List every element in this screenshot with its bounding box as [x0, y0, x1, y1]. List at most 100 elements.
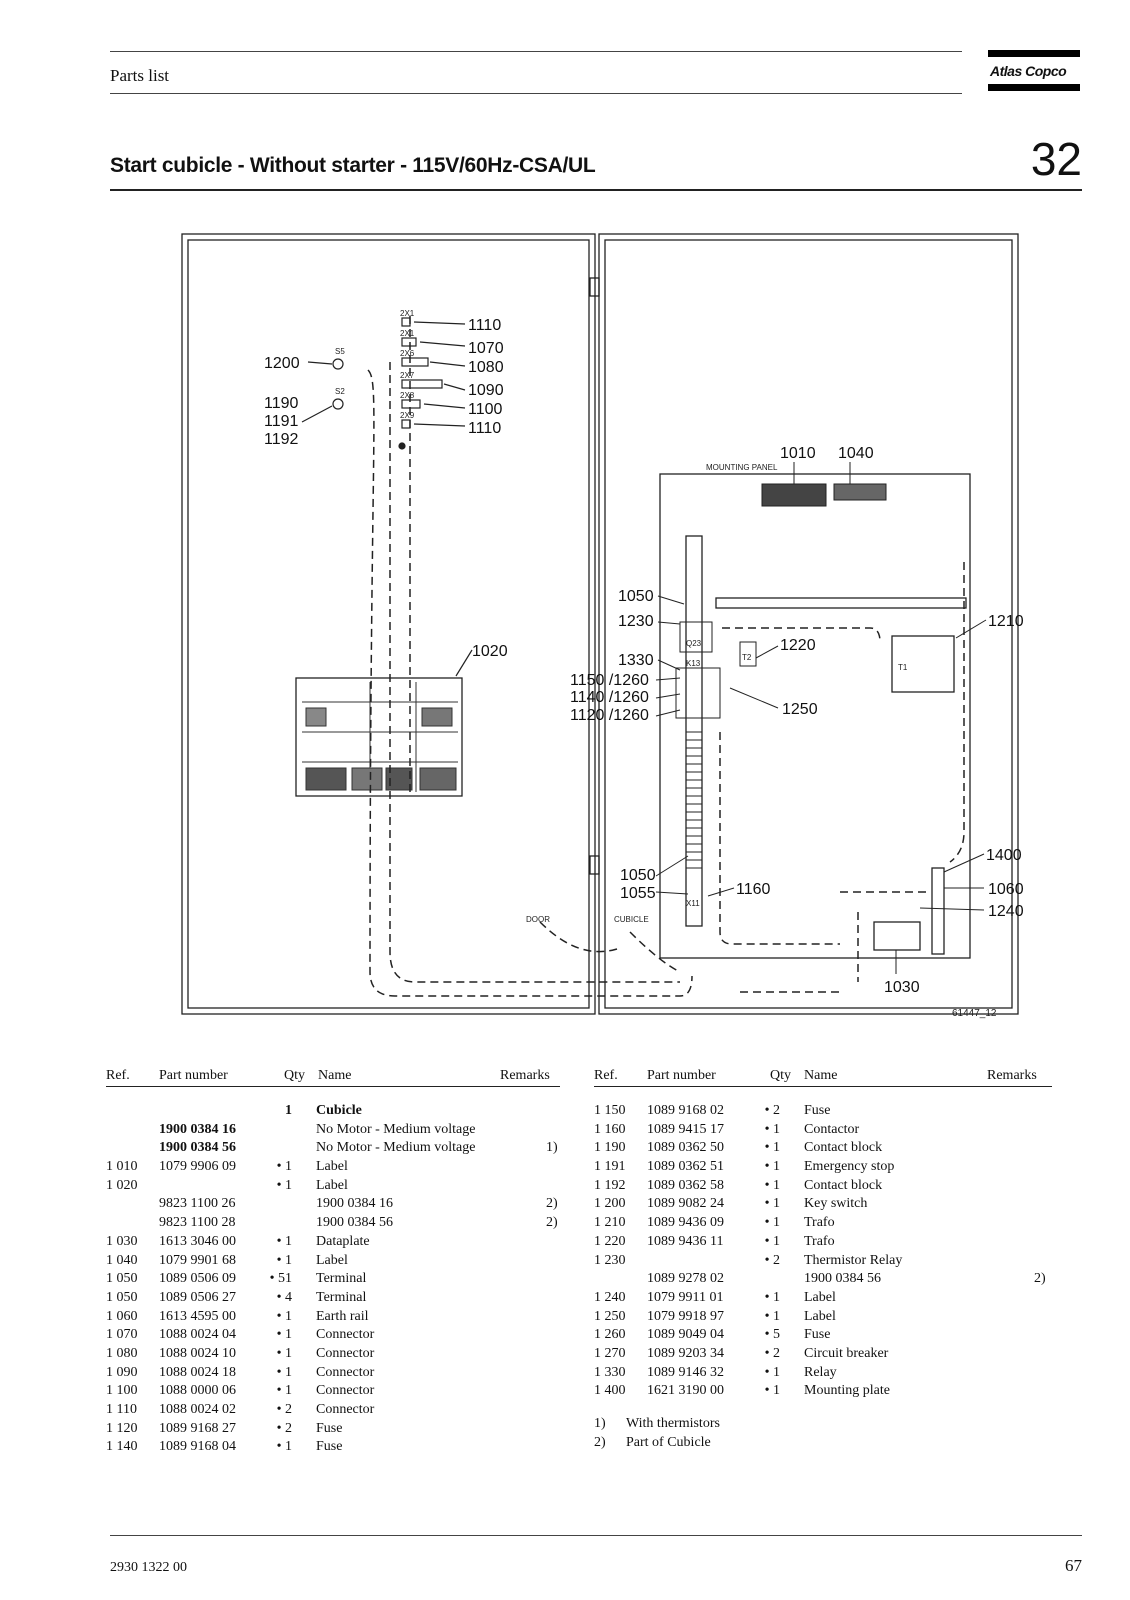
- cell-qty: • 1: [764, 1364, 780, 1380]
- label-mounting-panel: MOUNTING PANEL: [706, 463, 778, 472]
- label-1250: 1250: [782, 701, 818, 718]
- cell-ref: 1 120: [106, 1420, 138, 1436]
- cabinet-inner-frame: [604, 239, 1013, 1009]
- cell-ref: 1 150: [594, 1103, 626, 1118]
- cell-name: Label: [316, 1177, 348, 1193]
- col-ref: Ref.: [106, 1068, 130, 1083]
- title-rule: [110, 189, 1082, 191]
- cell-name: 1900 0384 56: [316, 1215, 393, 1231]
- mounting-panel: [659, 473, 971, 959]
- label-2x1a: 2X1: [400, 309, 415, 318]
- footnote: 2)Part of Cubicle: [594, 1434, 1052, 1453]
- cell-qty: • 1: [764, 1159, 780, 1175]
- cell-ref: 1 090: [106, 1364, 138, 1380]
- cell-ref: 1 050: [106, 1289, 138, 1305]
- col-part: Part number: [647, 1068, 716, 1083]
- label-1400: 1400: [986, 847, 1022, 864]
- cell-qty: • 1: [764, 1215, 780, 1231]
- cell-remark: 2): [1034, 1271, 1046, 1287]
- footnote-text: With thermistors: [626, 1416, 720, 1431]
- cell-part: 1088 0024 02: [159, 1402, 236, 1417]
- cell-ref: 1 240: [594, 1289, 626, 1305]
- cell-name: Label: [316, 1159, 348, 1175]
- hinge-top: [589, 277, 600, 297]
- label-2x7: 2X7: [400, 371, 415, 380]
- cell-part: 1089 0362 50: [647, 1140, 724, 1156]
- cell-qty: • 1: [276, 1233, 292, 1249]
- label-1090: 1090: [468, 382, 504, 399]
- cell-name: Dataplate: [316, 1233, 370, 1249]
- logo-text: Atlas Copco: [990, 63, 1067, 79]
- cell-name: No Motor - Medium voltage: [316, 1140, 476, 1156]
- cell-name: Earth rail: [316, 1308, 369, 1324]
- label-s5: S5: [335, 347, 345, 356]
- section-number: 32: [1030, 133, 1082, 185]
- cubicle-diagram: 2X1 2X1 2X6 2X7 2X8 2X9 S5 S2 DOOR CUBIC…: [181, 233, 1024, 1019]
- label-1100: 1100: [468, 401, 503, 418]
- label-x11: X11: [686, 899, 700, 908]
- running-header: Parts list: [110, 66, 170, 85]
- label-1070: 1070: [468, 340, 504, 357]
- cell-part: 1900 0384 56: [159, 1140, 236, 1156]
- label-1120-1260: 1120 /1260: [570, 707, 649, 724]
- cell-name: Thermistor Relay: [804, 1252, 903, 1268]
- label-1030: 1030: [884, 979, 920, 996]
- cell-name: 1900 0384 56: [804, 1271, 881, 1287]
- cell-part: 1613 3046 00: [159, 1233, 236, 1249]
- footnote-number: 2): [594, 1434, 606, 1450]
- table-row: 1 020 • 1 Label: [106, 1177, 560, 1196]
- footnote: 1)With thermistors: [594, 1415, 1052, 1434]
- cell-qty: • 1: [276, 1177, 292, 1193]
- cell-part: 1079 9901 68: [159, 1252, 236, 1268]
- hinge-bottom: [589, 855, 600, 875]
- cell-part: 1089 9278 02: [647, 1271, 724, 1287]
- cell-ref: 1 250: [594, 1308, 626, 1324]
- label-cubicle: CUBICLE: [614, 915, 649, 924]
- table-header-right: Ref. Part number Qty Name Remarks: [594, 1068, 1052, 1087]
- cell-ref: 1 020: [106, 1177, 138, 1193]
- cell-name: Relay: [804, 1364, 837, 1380]
- table-header-left: Ref. Part number Qty Name Remarks: [106, 1068, 560, 1087]
- cell-part: 1088 0000 06: [159, 1383, 236, 1399]
- din-rail: [715, 597, 967, 609]
- cell-name: Label: [316, 1252, 348, 1268]
- cell-part: 1089 9168 04: [159, 1439, 236, 1455]
- cell-name: Key switch: [804, 1196, 868, 1212]
- label-1140-1260: 1140 /1260: [570, 689, 649, 706]
- label-2x6: 2X6: [400, 349, 415, 358]
- cell-ref: 1 192: [594, 1177, 626, 1193]
- cell-ref: 1 010: [106, 1159, 138, 1175]
- label-1230: 1230: [618, 613, 654, 630]
- cell-name: No Motor - Medium voltage: [316, 1121, 476, 1137]
- cell-qty: • 1: [276, 1159, 292, 1175]
- col-name: Name: [318, 1068, 352, 1083]
- label-1150-1260: 1150 /1260: [570, 672, 649, 689]
- cell-ref: 1 140: [106, 1439, 138, 1455]
- cell-ref: 1 110: [106, 1402, 137, 1417]
- cell-part: 1079 9911 01: [647, 1289, 724, 1305]
- cell-name: Terminal: [316, 1289, 367, 1305]
- parts-table-right: Ref. Part number Qty Name Remarks 1 150 1…: [594, 1068, 1052, 1452]
- cell-ref: 1 050: [106, 1271, 138, 1287]
- col-remarks: Remarks: [500, 1068, 550, 1083]
- label-1110a: 1110: [468, 317, 501, 334]
- cell-qty: • 1: [764, 1121, 780, 1137]
- page-title: Start cubicle - Without starter - 115V/6…: [110, 154, 596, 177]
- doc-number: 2930 1322 00: [110, 1560, 187, 1575]
- cell-part: 1088 0024 04: [159, 1327, 236, 1343]
- cell-name: 1900 0384 16: [316, 1196, 393, 1212]
